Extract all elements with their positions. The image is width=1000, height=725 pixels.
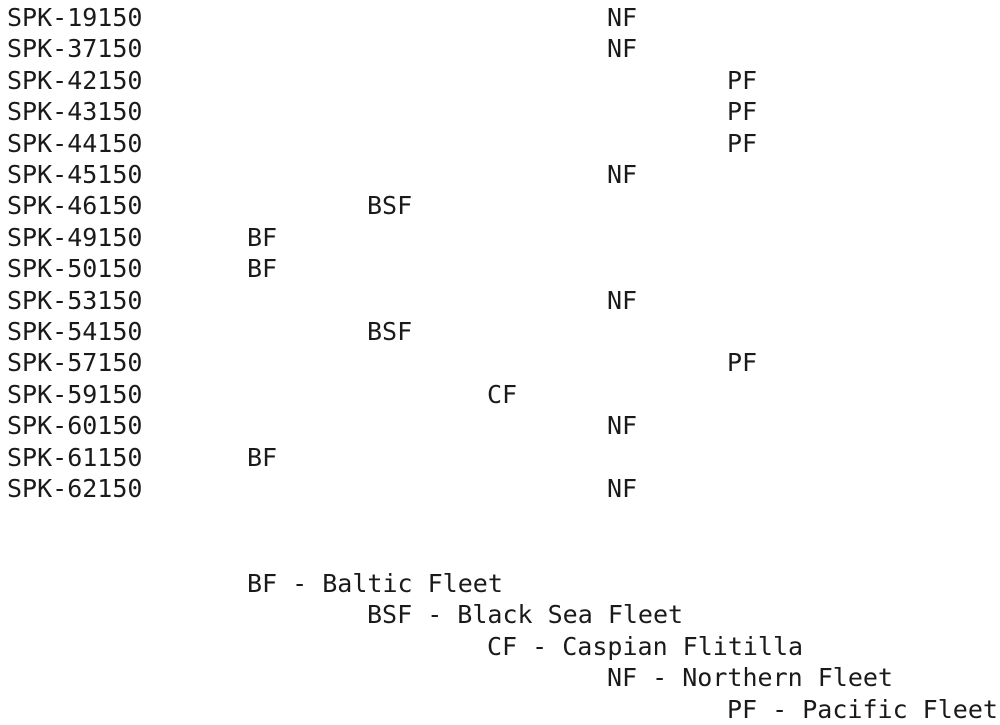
entry-fleet: PF xyxy=(727,128,758,158)
entry-fleet: BSF xyxy=(367,191,413,221)
entry-code: SPK-54150 xyxy=(7,317,143,346)
entry-code: SPK-44150 xyxy=(7,128,143,158)
entry-fleet: NF xyxy=(607,285,638,315)
legend-item: CF - Caspian Flitilla xyxy=(487,631,804,661)
entry-code: SPK-57150 xyxy=(7,348,143,378)
entry-fleet: BF xyxy=(247,442,278,472)
entry-fleet: BSF xyxy=(367,317,413,346)
entry-code: SPK-49150 xyxy=(7,222,143,252)
entry-code: SPK-60150 xyxy=(7,411,143,441)
entry-fleet: BF xyxy=(247,254,278,284)
entry-fleet: CF xyxy=(487,379,518,409)
entry-code: SPK-46150 xyxy=(7,191,143,221)
entry-code: SPK-19150 xyxy=(7,3,143,32)
entry-fleet: NF xyxy=(607,34,638,64)
entry-fleet: NF xyxy=(607,411,638,441)
entry-code: SPK-53150 xyxy=(7,285,143,315)
entry-code: SPK-42150 xyxy=(7,65,143,95)
entry-fleet: PF xyxy=(727,348,758,378)
legend-item: PF - Pacific Fleet xyxy=(727,694,998,724)
entry-fleet: NF xyxy=(607,474,638,503)
entry-code: SPK-59150 xyxy=(7,379,143,409)
entry-code: SPK-37150 xyxy=(7,34,143,64)
entry-fleet: PF xyxy=(727,65,758,95)
legend-item: BF - Baltic Fleet xyxy=(247,569,503,598)
entry-code: SPK-43150 xyxy=(7,97,143,127)
entry-fleet: BF xyxy=(247,222,278,252)
entry-fleet: PF xyxy=(727,97,758,127)
entry-code: SPK-45150 xyxy=(7,160,143,189)
entry-code: SPK-62150 xyxy=(7,474,143,503)
entry-code: SPK-61150 xyxy=(7,442,143,472)
entry-fleet: NF xyxy=(607,3,638,32)
entry-code: SPK-50150 xyxy=(7,254,143,284)
legend-item: BSF - Black Sea Fleet xyxy=(367,600,684,630)
legend-item: NF - Northern Fleet xyxy=(607,663,893,693)
entry-fleet: NF xyxy=(607,160,638,189)
